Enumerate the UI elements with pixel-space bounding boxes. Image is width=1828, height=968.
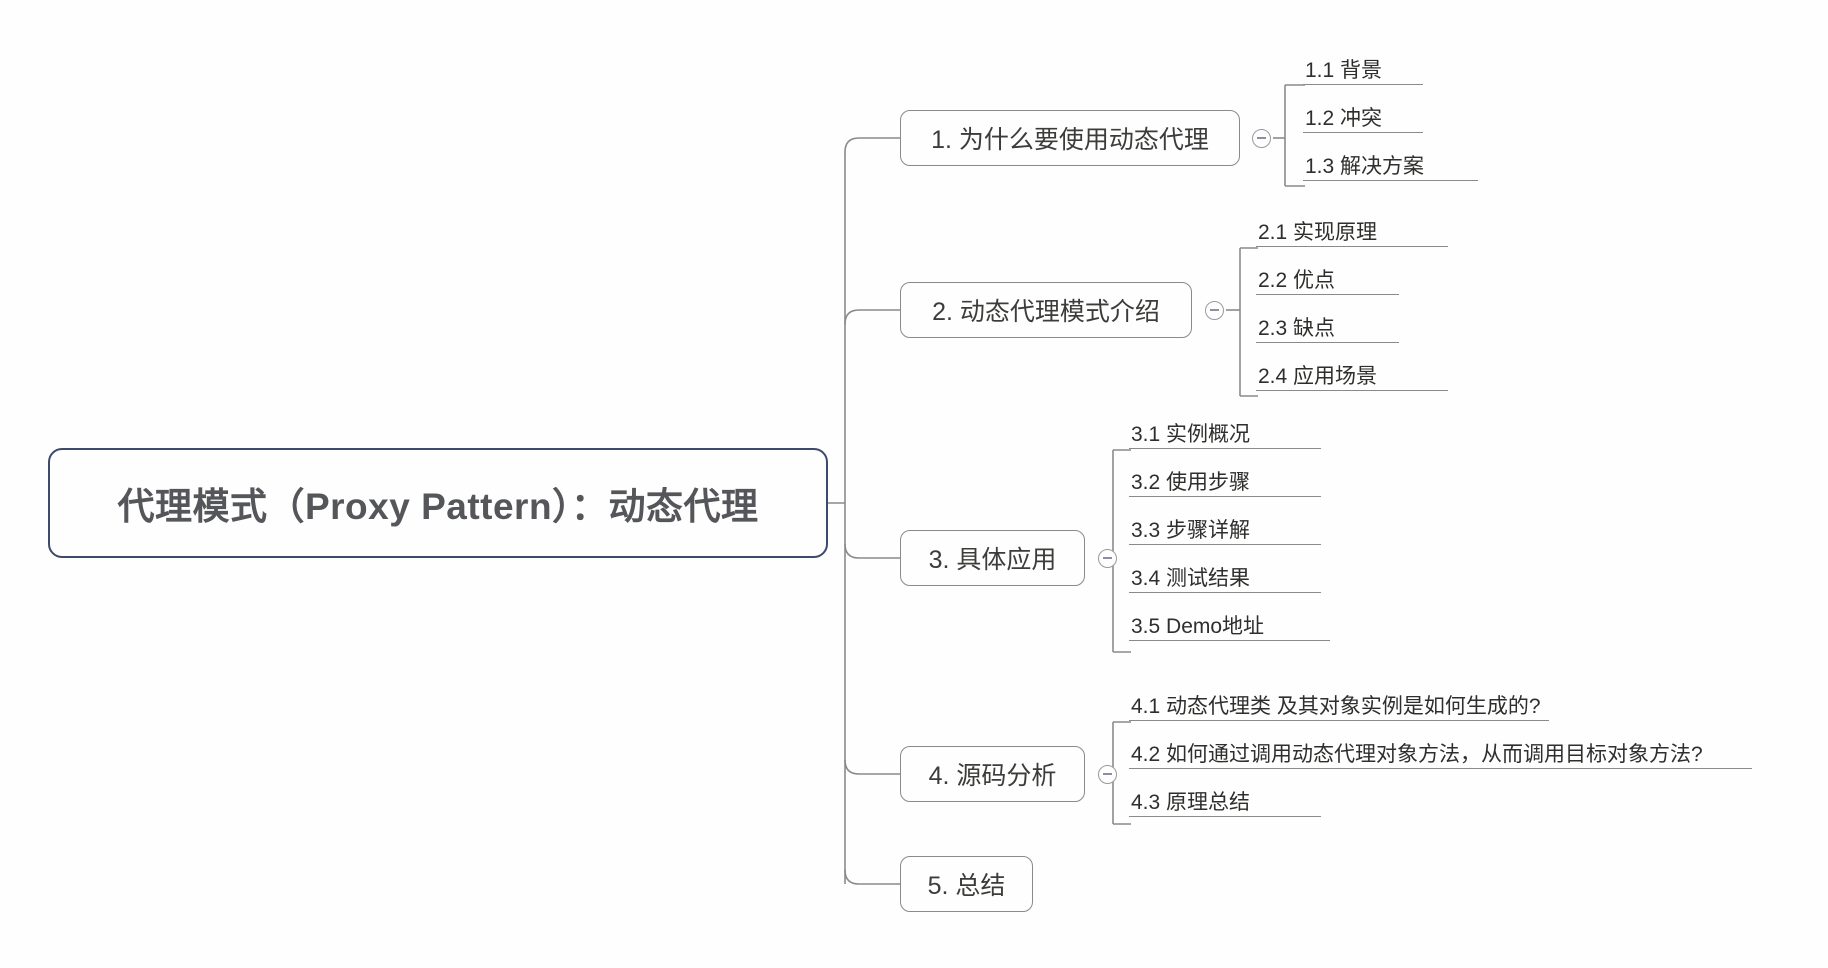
leaf-item-2-4[interactable]: 2.4 应用场景 [1256, 355, 1448, 391]
branch-node-3[interactable]: 3. 具体应用 [900, 530, 1085, 586]
leaf-item-4-1-label: 4.1 动态代理类 及其对象实例是如何生成的? [1131, 695, 1541, 718]
leaf-item-3-2-label: 3.2 使用步骤 [1131, 471, 1251, 494]
leaf-item-4-2-label: 4.2 如何通过调用动态代理对象方法，从而调用目标对象方法? [1131, 743, 1703, 766]
leaf-item-4-1[interactable]: 4.1 动态代理类 及其对象实例是如何生成的? [1129, 685, 1549, 721]
leaf-item-3-4-label: 3.4 测试结果 [1131, 567, 1251, 590]
leaf-item-3-5-label: 3.5 Demo地址 [1131, 615, 1265, 638]
branch-node-2[interactable]: 2. 动态代理模式介绍 [900, 282, 1192, 338]
leaf-item-4-3[interactable]: 4.3 原理总结 [1129, 781, 1321, 817]
branch-node-1[interactable]: 1. 为什么要使用动态代理 [900, 110, 1240, 166]
leaf-item-3-3[interactable]: 3.3 步骤详解 [1129, 509, 1321, 545]
leaf-item-3-3-label: 3.3 步骤详解 [1131, 519, 1251, 542]
leaf-item-1-1-label: 1.1 背景 [1305, 59, 1383, 82]
leaf-item-2-3-label: 2.3 缺点 [1258, 317, 1336, 340]
branch-node-2-label: 2. 动态代理模式介绍 [932, 298, 1160, 326]
leaf-item-4-3-label: 4.3 原理总结 [1131, 791, 1251, 814]
leaf-item-3-4[interactable]: 3.4 测试结果 [1129, 557, 1321, 593]
collapse-toggle-branch-3[interactable] [1098, 549, 1117, 568]
root-node-label: 代理模式（Proxy Pattern）：动态代理 [117, 486, 759, 527]
branch-node-4-label: 4. 源码分析 [928, 762, 1057, 790]
leaf-item-2-3[interactable]: 2.3 缺点 [1256, 307, 1399, 343]
collapse-toggle-branch-2[interactable] [1205, 301, 1224, 320]
leaf-item-4-2[interactable]: 4.2 如何通过调用动态代理对象方法，从而调用目标对象方法? [1129, 733, 1752, 769]
leaf-item-3-1-label: 3.1 实例概况 [1131, 423, 1251, 446]
leaf-item-1-2-label: 1.2 冲突 [1305, 107, 1383, 130]
leaf-item-2-1-label: 2.1 实现原理 [1258, 221, 1378, 244]
leaf-item-3-2[interactable]: 3.2 使用步骤 [1129, 461, 1321, 497]
leaf-item-1-3-label: 1.3 解决方案 [1305, 155, 1425, 178]
leaf-item-2-1[interactable]: 2.1 实现原理 [1256, 211, 1448, 247]
leaf-item-1-1[interactable]: 1.1 背景 [1303, 49, 1423, 85]
leaf-item-2-2-label: 2.2 优点 [1258, 269, 1336, 292]
branch-node-5[interactable]: 5. 总结 [900, 856, 1033, 912]
leaf-item-2-4-label: 2.4 应用场景 [1258, 365, 1378, 388]
leaf-item-3-5[interactable]: 3.5 Demo地址 [1129, 605, 1330, 641]
collapse-toggle-branch-1[interactable] [1252, 129, 1271, 148]
root-node[interactable]: 代理模式（Proxy Pattern）：动态代理 [48, 448, 828, 558]
leaf-item-3-1[interactable]: 3.1 实例概况 [1129, 413, 1321, 449]
leaf-item-1-3[interactable]: 1.3 解决方案 [1303, 145, 1478, 181]
collapse-toggle-branch-4[interactable] [1098, 765, 1117, 784]
branch-node-4[interactable]: 4. 源码分析 [900, 746, 1085, 802]
branch-node-1-label: 1. 为什么要使用动态代理 [931, 126, 1209, 154]
leaf-item-1-2[interactable]: 1.2 冲突 [1303, 97, 1423, 133]
branch-node-5-label: 5. 总结 [927, 872, 1006, 900]
branch-node-3-label: 3. 具体应用 [928, 546, 1057, 574]
leaf-item-2-2[interactable]: 2.2 优点 [1256, 259, 1399, 295]
